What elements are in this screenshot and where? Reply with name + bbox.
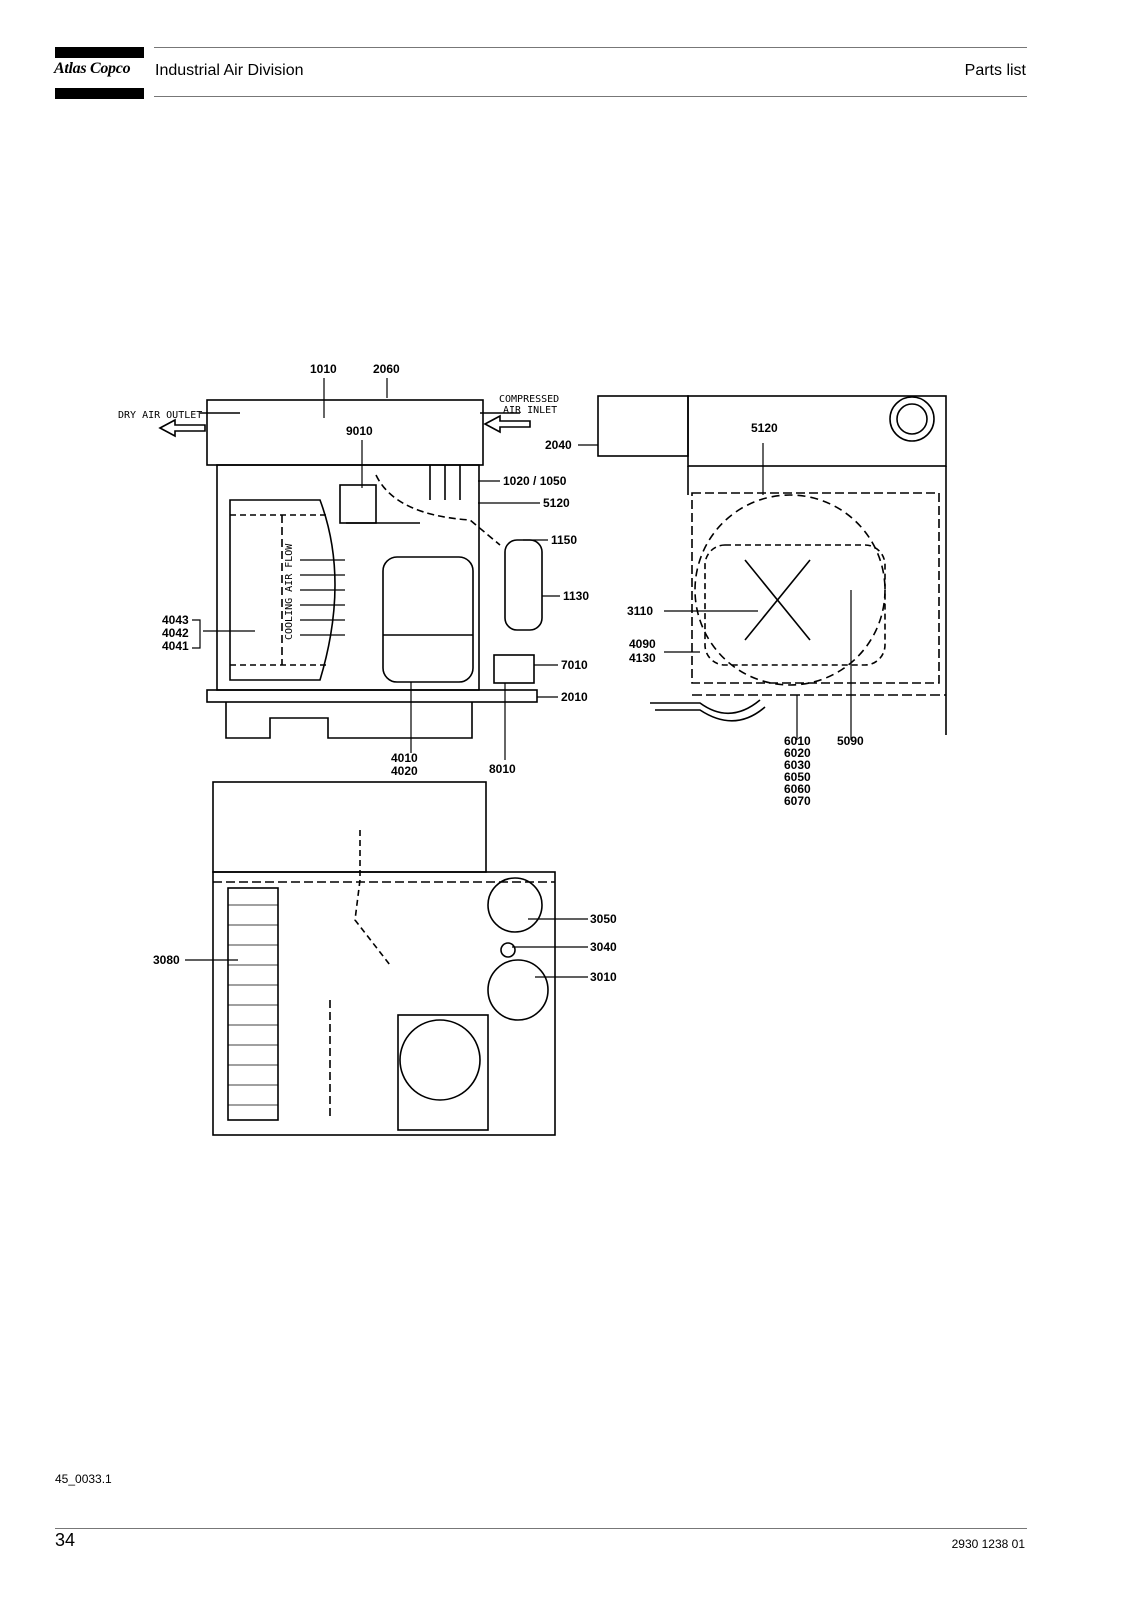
header-rule-bottom xyxy=(154,96,1027,97)
label-2040: 2040 xyxy=(545,438,572,452)
compressed-note: COMPRESSED xyxy=(499,394,559,405)
brand-logo: Atlas Copco xyxy=(54,60,131,77)
division-title: Industrial Air Division xyxy=(155,62,304,79)
label-7010: 7010 xyxy=(561,658,588,672)
label-2010: 2010 xyxy=(561,690,588,704)
label-6050: 6050 xyxy=(784,770,811,784)
label-1130: 1130 xyxy=(563,589,589,603)
dry-air-outlet-note: DRY AIR OUTLET xyxy=(118,410,202,421)
label-5090: 5090 xyxy=(837,734,864,748)
label-5120-side: 5120 xyxy=(751,421,778,435)
side-view xyxy=(597,395,947,735)
air-inlet-note: AIR INLET xyxy=(503,405,557,416)
top-view xyxy=(212,781,556,1136)
label-6010: 6010 xyxy=(784,734,811,748)
footer-rule xyxy=(55,1528,1027,1529)
label-4090: 4090 xyxy=(629,637,656,651)
label-5120-front: 5120 xyxy=(543,496,570,510)
document-number: 2930 1238 01 xyxy=(951,1537,1025,1551)
label-4043: 4043 xyxy=(162,613,189,627)
section-title: Parts list xyxy=(964,62,1026,79)
label-3010: 3010 xyxy=(590,970,617,984)
label-8010: 8010 xyxy=(489,762,516,776)
cooling-air-flow-note: COOLING AIR FLOW xyxy=(284,543,295,640)
front-view xyxy=(158,399,543,739)
label-9010: 9010 xyxy=(346,424,373,438)
page-number: 34 xyxy=(55,1530,76,1550)
label-4010: 4010 xyxy=(391,751,418,765)
label-6020: 6020 xyxy=(784,746,811,760)
header-bar-top xyxy=(55,47,144,58)
label-1020-1050: 1020 / 1050 xyxy=(503,474,567,488)
figure-code: 45_0033.1 xyxy=(55,1472,112,1486)
label-6060: 6060 xyxy=(784,782,811,796)
label-6030: 6030 xyxy=(784,758,811,772)
label-3040: 3040 xyxy=(590,940,617,954)
label-4020: 4020 xyxy=(391,764,418,778)
header-rule-top xyxy=(154,47,1027,48)
header-bar-bottom xyxy=(55,88,144,99)
label-4130: 4130 xyxy=(629,651,656,665)
label-4041: 4041 xyxy=(162,639,189,653)
label-3110: 3110 xyxy=(627,604,653,618)
label-1010: 1010 xyxy=(310,362,337,376)
label-4042: 4042 xyxy=(162,626,189,640)
label-2060: 2060 xyxy=(373,362,400,376)
label-6070: 6070 xyxy=(784,794,811,808)
label-3050: 3050 xyxy=(590,912,617,926)
label-3080: 3080 xyxy=(153,953,180,967)
label-1150: 1150 xyxy=(551,533,577,547)
leader-lines xyxy=(185,378,852,978)
